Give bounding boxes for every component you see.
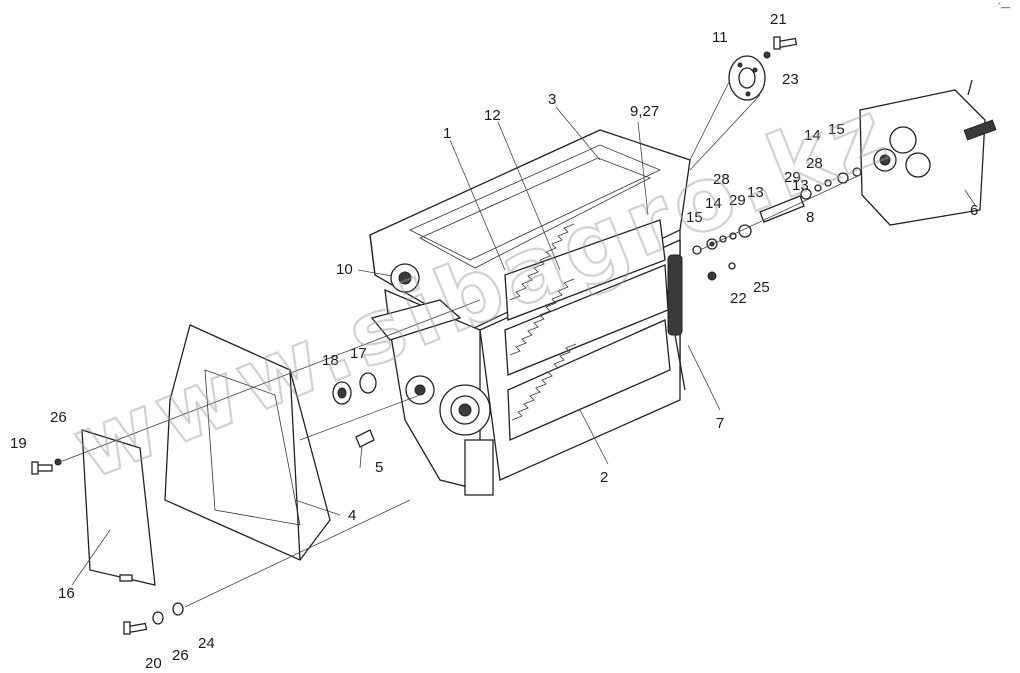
washer-26-bottom (152, 611, 164, 625)
shaft-parts (692, 167, 862, 281)
bolt-21 (773, 36, 798, 50)
flange-11 (728, 55, 766, 101)
drive-gears (370, 263, 494, 496)
callout-18: 18 (322, 352, 339, 369)
callout-25: 25 (753, 279, 770, 296)
bolt-19 (31, 461, 53, 475)
gearbox-6 (859, 79, 997, 226)
bearing-18 (332, 381, 352, 405)
callout-5: 5 (375, 459, 383, 476)
bracket (464, 439, 494, 496)
watermark: www.sibagro.kz (59, 78, 905, 500)
nut-24 (172, 602, 184, 616)
cover-plate-4 (164, 324, 331, 561)
cover-16 (81, 429, 156, 586)
callout-26-bottom: 26 (172, 647, 189, 664)
bushing-5 (355, 429, 375, 448)
callout-14-left: 14 (705, 195, 722, 212)
callout-8: 8 (806, 209, 814, 226)
leader-lines (71, 106, 976, 586)
callout-17: 17 (350, 345, 367, 362)
bolt-20 (123, 621, 148, 635)
callout-29-right: 29 (784, 169, 801, 186)
callout-7: 7 (716, 415, 724, 432)
callout-22: 22 (730, 290, 747, 307)
callout-4: 4 (348, 507, 356, 524)
callout-2: 2 (600, 469, 608, 486)
callout-28-right: 28 (806, 155, 823, 172)
callout-12: 12 (484, 107, 501, 124)
callout-20: 20 (145, 655, 162, 672)
callout-13-left: 13 (747, 184, 764, 201)
callout-11: 11 (712, 29, 728, 46)
rotor-2 (507, 319, 671, 441)
callout-1: 1 (443, 125, 451, 142)
ring-17 (359, 372, 377, 394)
callout-6: 6 (970, 202, 978, 219)
callout-26-top: 26 (50, 409, 67, 426)
spring-7 (667, 254, 686, 391)
rotor-drums (504, 219, 671, 441)
callout-28-left: 28 (713, 171, 730, 188)
callout-3: 3 (548, 91, 556, 108)
callout-labels: 1 2 3 4 5 6 7 8 9,27 10 11 12 13 13 14 1… (10, 11, 978, 672)
corner-mark: ´— (998, 2, 1010, 12)
callout-13-right: 13 (792, 177, 809, 194)
callout-15-right: 15 (828, 121, 845, 138)
washer-23 (763, 51, 771, 59)
callout-24: 24 (198, 635, 215, 652)
rotor-12 (504, 219, 666, 321)
callout-14-right: 14 (804, 127, 821, 144)
callout-21: 21 (770, 11, 787, 28)
tensioner-arm (370, 299, 462, 341)
callout-23: 23 (782, 71, 799, 88)
callout-9-27: 9,27 (630, 103, 659, 120)
callout-29-left: 29 (729, 192, 746, 209)
callout-16: 16 (58, 585, 75, 602)
axis-lines (59, 79, 861, 608)
callout-15-left: 15 (686, 209, 703, 226)
sleeve-8 (759, 195, 805, 223)
callout-19: 19 (10, 435, 27, 452)
callout-10: 10 (336, 261, 353, 278)
